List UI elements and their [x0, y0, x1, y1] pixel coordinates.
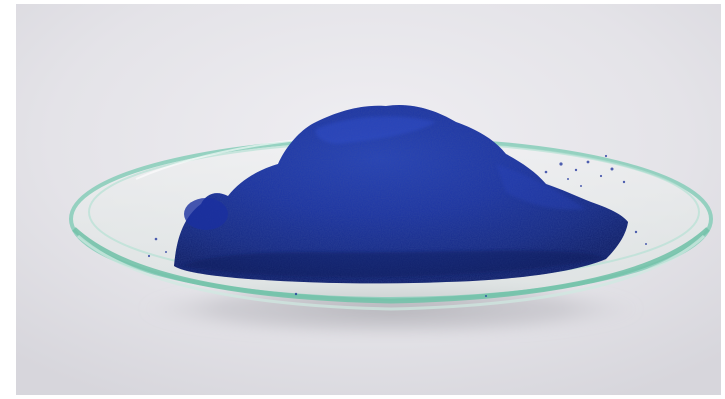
- pigment-scene: [16, 4, 721, 395]
- photograph: [16, 4, 721, 395]
- pigment-powder-pile: [174, 104, 628, 284]
- pigment-specks: [147, 154, 647, 297]
